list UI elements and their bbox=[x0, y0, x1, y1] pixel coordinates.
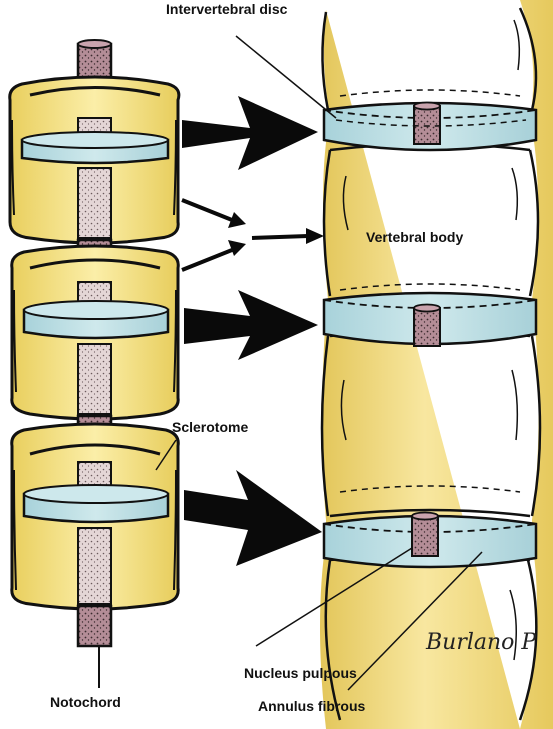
notochord-bottom-segment bbox=[76, 604, 113, 688]
label-sclerotome: Sclerotome bbox=[172, 419, 249, 435]
nucleus-pulpous-1 bbox=[413, 101, 441, 145]
disc-plate-2 bbox=[22, 300, 170, 340]
nucleus-pulpous-3 bbox=[411, 511, 439, 557]
leader-annulus-fibrous bbox=[347, 551, 483, 691]
leader-lines bbox=[155, 35, 483, 691]
large-arrow-2 bbox=[184, 290, 318, 360]
disc-plate-3 bbox=[22, 484, 170, 524]
artist-signature: Burlano P bbox=[426, 630, 537, 655]
intervertebral-disc-1 bbox=[322, 101, 538, 152]
label-intervertebral-disc: Intervertebral disc bbox=[166, 1, 288, 17]
intervertebral-disc-3 bbox=[322, 511, 538, 569]
leader-sclerotome bbox=[155, 439, 177, 471]
adult-spine-column bbox=[320, 0, 553, 729]
nucleus-pulpous-2 bbox=[413, 303, 441, 347]
label-notochord: Notochord bbox=[50, 694, 121, 710]
intervertebral-disc-2 bbox=[322, 291, 538, 347]
sclerotome-block-1 bbox=[8, 75, 181, 245]
leader-intervertebral-disc bbox=[235, 35, 337, 119]
label-annulus-fibrous: Annulus fibrous bbox=[258, 698, 366, 714]
large-arrow-1 bbox=[182, 96, 318, 170]
leader-nucleus-pulpous bbox=[255, 547, 413, 647]
label-vertebral-body: Vertebral body bbox=[366, 229, 464, 245]
embryonic-column bbox=[8, 39, 181, 688]
sclerotome-block-2 bbox=[10, 244, 180, 421]
large-arrow-3 bbox=[184, 470, 322, 566]
disc-plate-1 bbox=[20, 131, 170, 165]
arrows bbox=[181, 96, 324, 566]
sclerotome-block-3 bbox=[10, 422, 180, 611]
label-nucleus-pulpous: Nucleus pulpous bbox=[244, 665, 357, 681]
small-arrows bbox=[181, 198, 324, 272]
